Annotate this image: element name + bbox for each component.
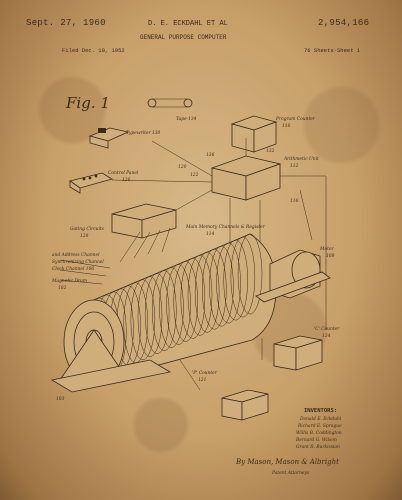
main-memory-num: 114 [206, 232, 215, 237]
p-counter-box: 'P' Counter 121 [192, 371, 269, 421]
program-counter-label: Program Counter [275, 117, 316, 122]
drum-band [237, 233, 263, 315]
gating-circuits-label: Gating Circuits [70, 227, 105, 232]
drum-band [159, 267, 184, 348]
motor-num: 108 [326, 254, 335, 259]
tape-label: Tape-134 [176, 117, 197, 122]
patent-date: Sept. 27, 1960 [26, 18, 106, 28]
drum-band [144, 273, 170, 354]
patent-sheets: 76 Sheets-Sheet 1 [304, 47, 361, 54]
c-counter-box: 'C' Counter 124 [273, 327, 340, 371]
ref-120: 120 [178, 165, 187, 170]
clock-channel-label: Clock Channel 106 [52, 267, 94, 272]
ref-136: 136 [206, 153, 215, 158]
drum-band [216, 242, 241, 324]
inventors-heading: INVENTORS: [304, 408, 337, 414]
c-counter-num: 124 [322, 334, 331, 339]
drum-band [230, 236, 256, 318]
p-counter-label: 'P' Counter [192, 371, 218, 376]
drum-band [180, 258, 206, 339]
inventor-name: Richard E. Sprague [297, 424, 342, 429]
main-memory-label: Main Memory Channels & Register [185, 225, 266, 230]
typewriter: Typewriter 130 [88, 127, 161, 149]
motor-label: Motor [319, 247, 335, 252]
inventor-name: Willis B. Coddington [296, 431, 342, 436]
drum-band [152, 270, 177, 351]
patent-inventors-short: D. E. ECKDAHL ET AL [148, 20, 228, 28]
magnetic-drum-label: Magnetic Drum [51, 279, 87, 284]
sync-channel-label: Synchronizing Channel [52, 260, 104, 265]
arithmetic-unit-box: Arithmetic Unit 112 [210, 155, 319, 201]
drum-band [209, 245, 234, 327]
ref-116: 116 [290, 199, 299, 204]
address-channel-label: and Address Channel [52, 253, 100, 258]
drum-band [223, 239, 248, 321]
drum-band [194, 252, 220, 333]
inventor-name: Bernard G. Wilson [295, 438, 337, 443]
attorney-label: Patent Attorneys [271, 471, 310, 476]
drum-band [173, 261, 198, 342]
inventors-block: INVENTORS: Donald E. Eckdahl Richard E. … [295, 408, 342, 450]
p-counter-num: 121 [198, 378, 206, 383]
wiring [59, 138, 327, 391]
control-panel-label: Control Panel [108, 171, 139, 176]
gating-circuits-num: 128 [80, 234, 89, 239]
c-counter-label: 'C' Counter [314, 327, 340, 332]
drum-band [130, 279, 156, 360]
inventor-name: Grant R. Burkissian [296, 445, 340, 450]
ref-132: 132 [266, 149, 275, 154]
tape-reel: Tape-134 [147, 98, 197, 122]
arithmetic-unit-num: 112 [290, 164, 299, 169]
drum-band [187, 255, 213, 336]
drum-band [202, 248, 227, 330]
program-counter-num: 118 [282, 124, 291, 129]
control-panel: Control Panel 126 [69, 171, 139, 194]
figure-label: Fig. 1 [65, 94, 110, 112]
inventor-name: Donald E. Eckdahl [299, 417, 342, 422]
arithmetic-unit-label: Arithmetic Unit [283, 157, 319, 162]
motor: Motor 108 [255, 247, 335, 303]
typewriter-label: Typewriter 130 [126, 131, 161, 136]
ref-103: 103 [56, 397, 65, 402]
attorney-signature: By Mason, Mason & Albright [235, 458, 339, 466]
patent-number: 2,954,166 [318, 18, 370, 28]
drum-band [137, 276, 163, 357]
drum-band [166, 264, 191, 345]
patent-title: GENERAL PURPOSE COMPUTER [140, 34, 227, 41]
gating-circuits-box: Gating Circuits 128 [70, 203, 177, 239]
program-counter-box: Program Counter 118 [230, 115, 316, 153]
ref-122: 122 [190, 173, 199, 178]
magnetic-drum-num: 102 [58, 286, 67, 291]
patent-filed: Filed Dec. 10, 1952 [62, 47, 125, 54]
magnetic-drum [50, 233, 277, 393]
